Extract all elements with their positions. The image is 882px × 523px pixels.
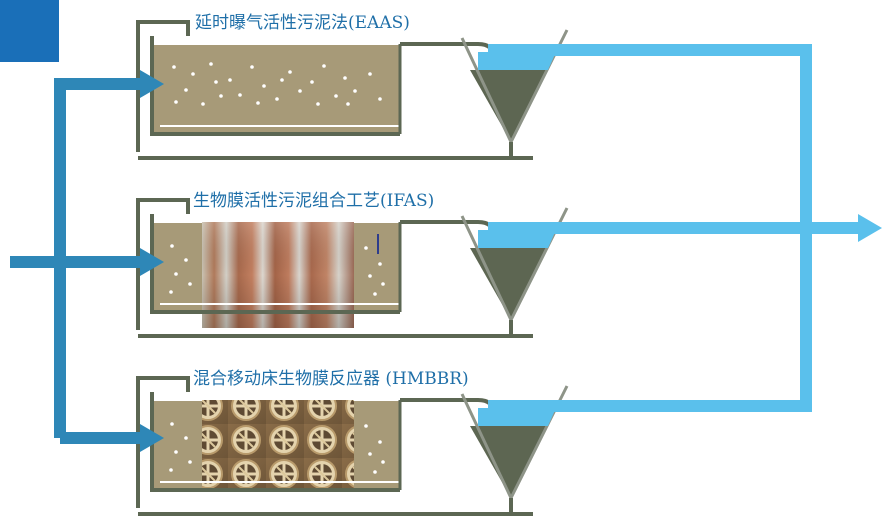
process-title-ifas: 生物膜活性污泥组合工艺(IFAS) [193, 191, 435, 211]
air-bubble [170, 244, 174, 248]
air-bubble [191, 72, 195, 76]
air-bubble [201, 102, 205, 106]
air-bubble [262, 84, 266, 88]
influent-arrow-icon [140, 248, 164, 276]
air-bubble [310, 80, 314, 84]
clarifier-sludge-cone [470, 426, 548, 498]
air-bubble [174, 272, 178, 276]
air-bubble [238, 93, 242, 97]
air-bubble [346, 102, 350, 106]
air-bubble [378, 440, 382, 444]
tank-inner-wall [150, 214, 400, 314]
effluent-arrow-icon [858, 214, 882, 242]
air-bubble [316, 102, 320, 106]
air-bubble [364, 424, 368, 428]
air-bubble [188, 460, 192, 464]
air-bubble [381, 460, 385, 464]
air-bubble [209, 62, 213, 66]
influent-arrow-icon [140, 70, 164, 98]
air-bubble [169, 290, 173, 294]
process-title-eaas: 延时曝气活性污泥法(EAAS) [195, 13, 410, 33]
air-bubble [288, 70, 292, 74]
air-bubble [184, 88, 188, 92]
corner-accent [0, 0, 59, 62]
air-bubble [188, 282, 192, 286]
process-unit-3 [136, 376, 569, 516]
air-bubble [174, 100, 178, 104]
air-bubble [184, 258, 188, 262]
air-bubble [368, 452, 372, 456]
air-bubble [373, 470, 377, 474]
process-unit-2 [136, 198, 569, 338]
air-bubble [275, 97, 279, 101]
air-bubble [368, 72, 372, 76]
air-bubble [169, 468, 173, 472]
air-bubble [334, 94, 338, 98]
clarifier-water [478, 408, 556, 426]
air-bubble [250, 65, 254, 69]
moving-bed-carrier-media [202, 400, 354, 492]
air-bubble [172, 65, 176, 69]
air-bubble [378, 97, 382, 101]
air-bubble [170, 422, 174, 426]
influent-arrow-icon [140, 424, 164, 452]
air-bubble [343, 76, 347, 80]
clarifier-water [478, 230, 556, 248]
air-bubble [353, 89, 357, 93]
air-bubble [378, 262, 382, 266]
effluent-pipe-main [488, 44, 812, 405]
tank-inner-wall [150, 36, 400, 136]
air-bubble [364, 246, 368, 250]
tank-inner-wall [150, 392, 400, 492]
air-bubble [219, 94, 223, 98]
influent-pipe-main [54, 78, 142, 438]
air-bubble [381, 282, 385, 286]
air-bubble [256, 101, 260, 105]
air-bubble [214, 80, 218, 84]
air-bubble [174, 450, 178, 454]
clarifier-sludge-cone [470, 248, 548, 320]
process-title-hmbbr: 混合移动床生物膜反应器 (HMBBR) [193, 369, 469, 389]
air-bubble [368, 274, 372, 278]
air-bubble [228, 78, 232, 82]
clarifier-sludge-cone [470, 70, 548, 142]
clarifier-water [478, 52, 556, 70]
air-bubble [280, 78, 284, 82]
air-bubble [184, 436, 188, 440]
process-unit-1 [136, 20, 569, 160]
aeration-tank-liquor [150, 45, 400, 132]
air-bubble [373, 292, 377, 296]
air-bubble [322, 64, 326, 68]
air-bubble [298, 89, 302, 93]
